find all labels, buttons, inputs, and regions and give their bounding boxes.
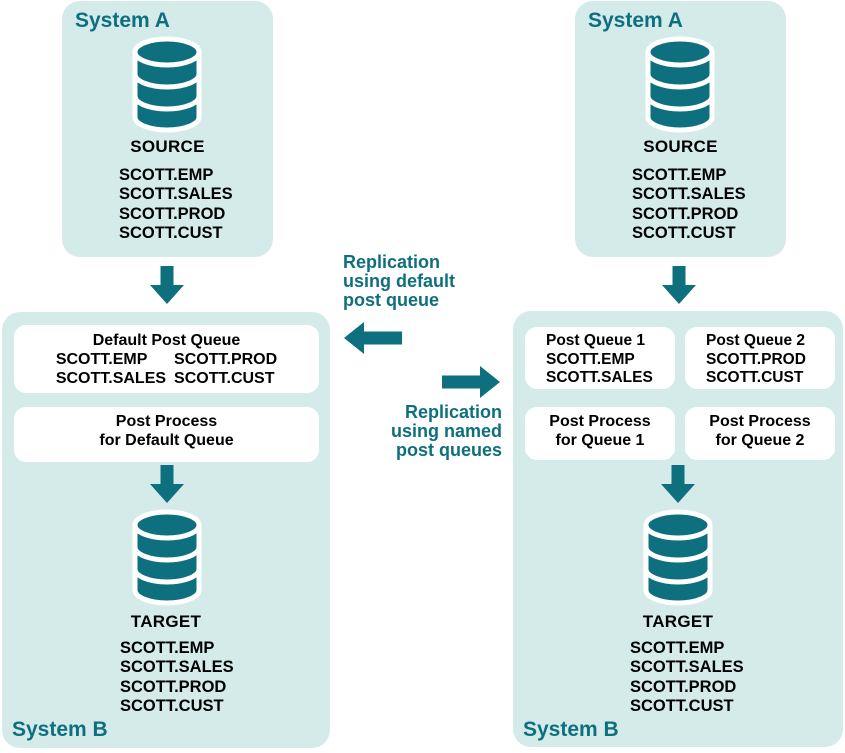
right-source-table-list: SCOTT.EMP SCOTT.SALES SCOTT.PROD SCOTT.C… <box>632 166 746 244</box>
right-system-a-title: System A <box>588 9 683 32</box>
right-source-label: SOURCE <box>643 137 718 156</box>
left-source-label: SOURCE <box>130 137 205 156</box>
table-item: SCOTT.SALES <box>632 185 746 204</box>
right-down-arrow-icon <box>662 266 696 304</box>
post-process-line: Post Process <box>709 413 811 430</box>
caption-default-post-queue: Replication using default post queue <box>343 252 455 310</box>
default-post-queue-title: Default Post Queue <box>92 332 241 349</box>
table-item: SCOTT.EMP <box>119 166 214 184</box>
table-item: SCOTT.CUST <box>706 369 804 387</box>
table-item: SCOTT.CUST <box>120 697 224 716</box>
table-item: SCOTT.SALES <box>120 658 234 677</box>
left-target-label: TARGET <box>130 612 202 631</box>
left-system-b-panel: Default Post Queue SCOTT.EMP SCOTT.SALES… <box>2 312 330 748</box>
table-item: SCOTT.PROD <box>119 204 226 223</box>
table-item: SCOTT.SALES <box>119 185 233 204</box>
right-source-database-icon <box>642 36 718 138</box>
table-item: SCOTT.EMP <box>632 166 727 184</box>
left-source-database-icon <box>129 36 205 138</box>
caption-named-post-queues: Replication using named post queues <box>390 402 502 460</box>
post-queue-2-title: Post Queue 2 <box>706 332 806 349</box>
table-item: SCOTT.PROD <box>120 677 227 696</box>
post-process-1-box: Post Process for Queue 1 <box>525 407 675 460</box>
post-process-line: for Queue 1 <box>555 432 645 449</box>
right-system-b-panel: Post Queue 1 SCOTT.EMP SCOTT.SALES Post … <box>513 311 843 747</box>
left-source-table-list: SCOTT.EMP SCOTT.SALES SCOTT.PROD SCOTT.C… <box>119 166 233 244</box>
table-item: SCOTT.EMP <box>630 639 725 657</box>
left-system-b-title: System B <box>12 718 108 741</box>
table-item: SCOTT.EMP <box>120 639 215 657</box>
right-system-b-title: System B <box>523 718 619 741</box>
post-queue-1-title: Post Queue 1 <box>546 332 646 349</box>
table-item: SCOTT.PROD <box>630 677 737 696</box>
table-item: SCOTT.SALES <box>630 658 744 677</box>
left-pointing-arrow-icon <box>344 322 402 354</box>
left-target-table-list: SCOTT.EMP SCOTT.SALES SCOTT.PROD SCOTT.C… <box>120 639 234 717</box>
table-item: SCOTT.PROD <box>632 204 739 223</box>
post-queue-2-box: Post Queue 2 SCOTT.PROD SCOTT.CUST <box>685 327 835 389</box>
left-queue-to-target-arrow-icon <box>150 465 184 503</box>
right-target-table-list: SCOTT.EMP SCOTT.SALES SCOTT.PROD SCOTT.C… <box>630 639 744 717</box>
table-item: SCOTT.CUST <box>119 224 223 243</box>
table-item: SCOTT.PROD <box>706 350 806 368</box>
table-item: SCOTT.SALES <box>546 369 653 387</box>
left-down-arrow-icon <box>150 266 184 304</box>
table-item: SCOTT.CUST <box>632 224 736 243</box>
right-pointing-arrow-icon <box>442 366 500 398</box>
post-process-line: for Queue 2 <box>715 432 805 449</box>
table-item: SCOTT.EMP <box>55 351 148 368</box>
post-process-line: Post Process <box>549 413 651 430</box>
post-process-line: for Default Queue <box>99 432 234 449</box>
table-item: SCOTT.CUST <box>630 697 734 716</box>
left-system-a-panel: System A SOURCE SCOTT.EMP SCOTT.SALES SC… <box>62 1 273 257</box>
post-process-line: Post Process <box>115 413 218 430</box>
default-post-process-box: Post Process for Default Queue <box>14 407 319 462</box>
right-target-database-icon <box>640 509 716 611</box>
default-post-queue-box: Default Post Queue SCOTT.EMP SCOTT.SALES… <box>14 325 319 393</box>
default-post-queue-tables: SCOTT.EMP SCOTT.SALES SCOTT.PROD SCOTT.C… <box>14 350 319 388</box>
right-system-a-panel: System A SOURCE SCOTT.EMP SCOTT.SALES SC… <box>575 1 786 257</box>
table-item: SCOTT.SALES <box>55 370 167 387</box>
post-process-2-box: Post Process for Queue 2 <box>685 407 835 460</box>
right-target-label: TARGET <box>642 612 714 631</box>
left-target-database-icon <box>129 509 205 611</box>
right-queue-to-target-arrow-icon <box>661 465 695 503</box>
table-item: SCOTT.CUST <box>174 370 275 387</box>
table-item: SCOTT.PROD <box>174 351 278 368</box>
table-item: SCOTT.EMP <box>546 350 635 368</box>
post-queue-1-box: Post Queue 1 SCOTT.EMP SCOTT.SALES <box>525 327 675 389</box>
left-system-a-title: System A <box>75 9 170 32</box>
